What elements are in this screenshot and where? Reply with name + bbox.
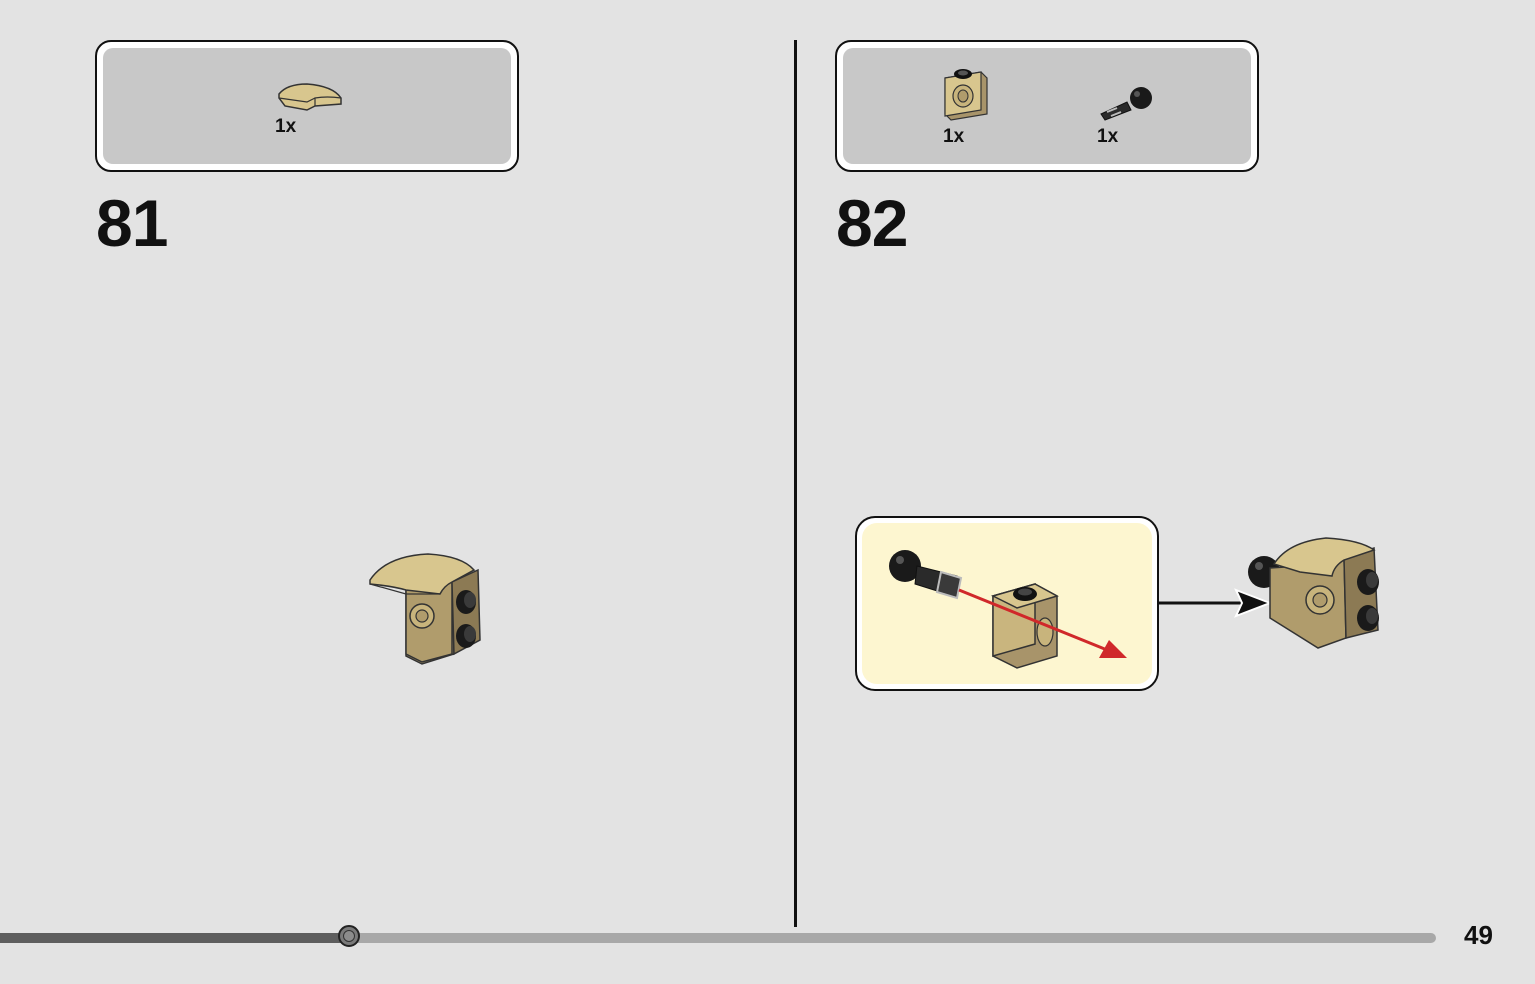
progress-fill xyxy=(0,933,349,943)
parts-list-panel xyxy=(843,48,1251,164)
part-quantity: 1x xyxy=(1097,126,1119,147)
parts-list-step-81: 1x xyxy=(95,40,519,172)
assembled-model-step-81 xyxy=(369,553,481,665)
subassembly-callout xyxy=(855,516,1159,691)
page-divider xyxy=(794,40,797,927)
tan-curved-slope-icon xyxy=(278,83,342,111)
tan-technic-brick-icon xyxy=(944,69,988,121)
black-ball-joint-pin-icon xyxy=(1100,87,1152,121)
progress-bar[interactable] xyxy=(0,925,1436,947)
assembled-model-step-82 xyxy=(1248,537,1379,649)
progress-knob[interactable] xyxy=(338,925,360,947)
step-number-81: 81 xyxy=(96,186,168,260)
connector-arrow xyxy=(1158,588,1273,618)
parts-list-step-82: 1x 1x xyxy=(835,40,1259,172)
step-number-82: 82 xyxy=(836,186,908,260)
page-number: 49 xyxy=(1464,920,1493,950)
subassembly-diagram xyxy=(889,550,1127,669)
part-quantity: 1x xyxy=(943,126,965,147)
part-quantity: 1x xyxy=(275,116,297,137)
